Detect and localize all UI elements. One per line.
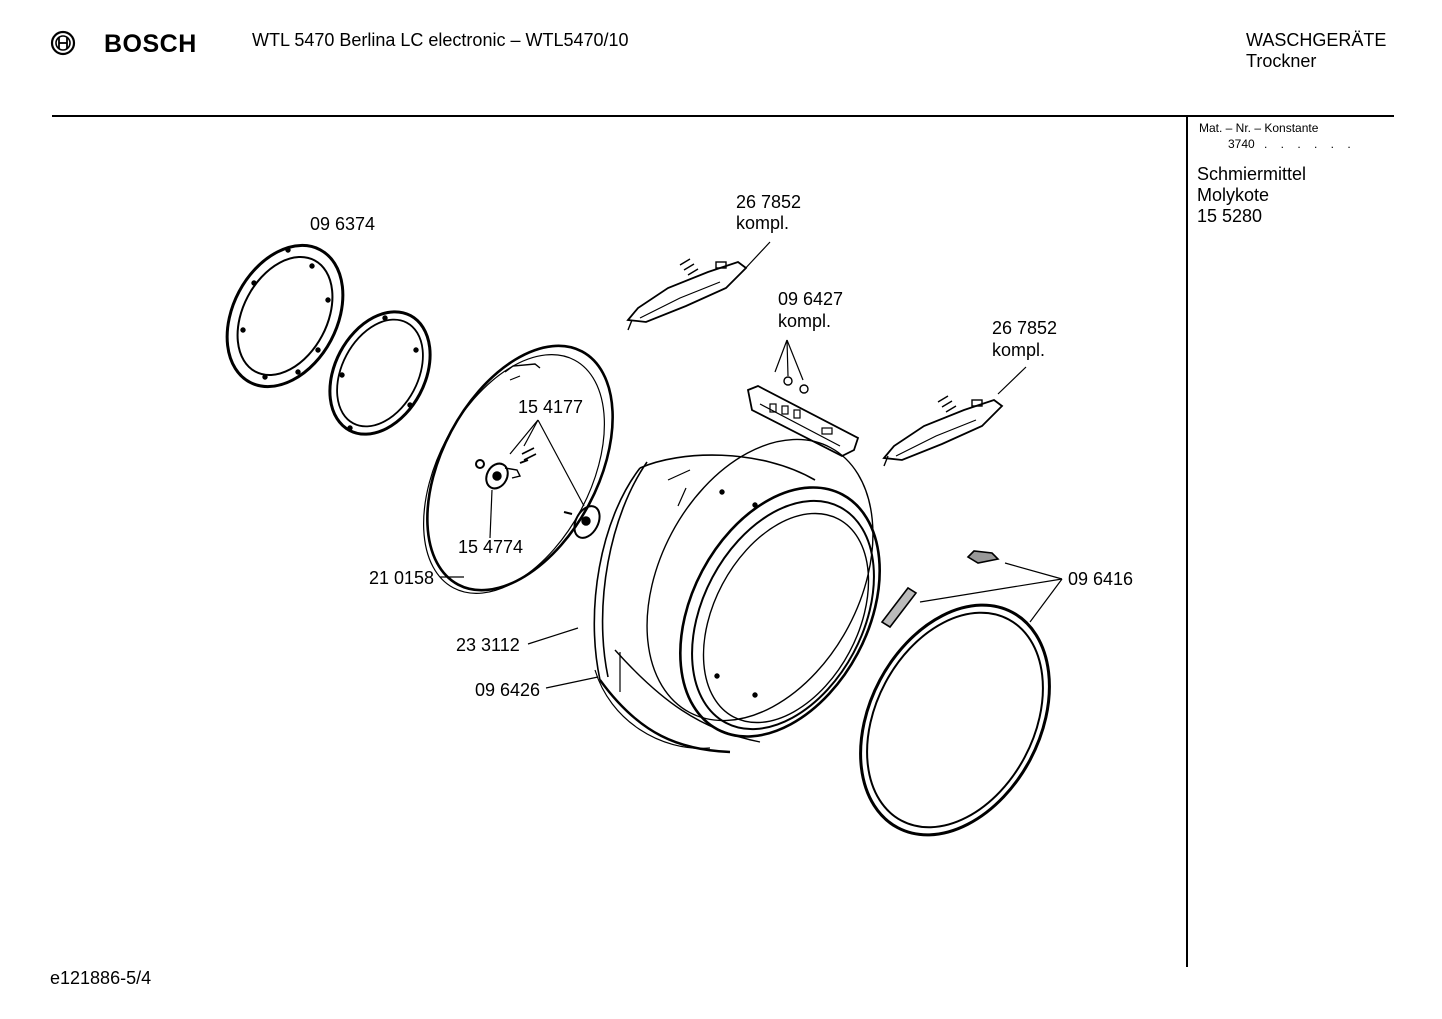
part-label-096416: 09 6416 [1068,569,1134,589]
part-screws [475,447,537,469]
part-label-233112: 23 3112 [456,635,520,655]
part-label-096427-note: kompl. [778,311,832,331]
part-drum [593,438,881,754]
part-label-096374: 09 6374 [310,214,376,234]
part-label-267852-upper-note: kompl. [736,213,790,233]
bosch-logo-icon [50,30,76,61]
part-lifter-lower [882,395,1004,467]
part-seal-ring [328,310,432,436]
sidebar-divider [1186,117,1188,967]
category-sub: Trockner [1246,51,1317,71]
part-label-096427: 09 6427 [778,289,844,309]
part-label-154177: 15 4177 [518,397,584,417]
header-divider [52,115,1394,117]
mat-nr-dots: . . . . . . [1264,137,1356,151]
lubricant-title: Schmiermittel [1197,164,1307,184]
part-clip-top [966,550,1000,564]
document-id: e121886-5/4 [50,968,152,988]
part-lifter-upper [626,258,748,331]
mat-nr-label: Mat. – Nr. – Konstante [1199,121,1319,135]
category-main: WASCHGERÄTE [1246,30,1387,50]
part-label-267852-upper: 26 7852 [736,192,802,212]
part-front-ring [859,603,1051,837]
leader-lines [440,241,1063,689]
part-rear-wall [423,344,614,594]
part-label-096426: 09 6426 [475,680,541,700]
part-mounting-bracket [746,376,860,458]
lubricant-name: Molykote [1197,185,1270,205]
mat-nr-value: 3740 [1228,137,1255,151]
exploded-parts-drawing [225,241,1063,837]
part-label-267852-lower-note: kompl. [992,340,1046,360]
brand-name: BOSCH [104,30,197,58]
part-bearing-bracket [485,462,522,490]
part-label-154774: 15 4774 [458,537,524,557]
part-flange-ring [225,243,345,389]
lubricant-number: 15 5280 [1197,206,1263,226]
model-title: WTL 5470 Berlina LC electronic – WTL5470… [252,30,629,50]
part-clip-side [880,586,918,629]
part-label-210158: 21 0158 [369,568,435,588]
part-label-267852-lower: 26 7852 [992,318,1058,338]
